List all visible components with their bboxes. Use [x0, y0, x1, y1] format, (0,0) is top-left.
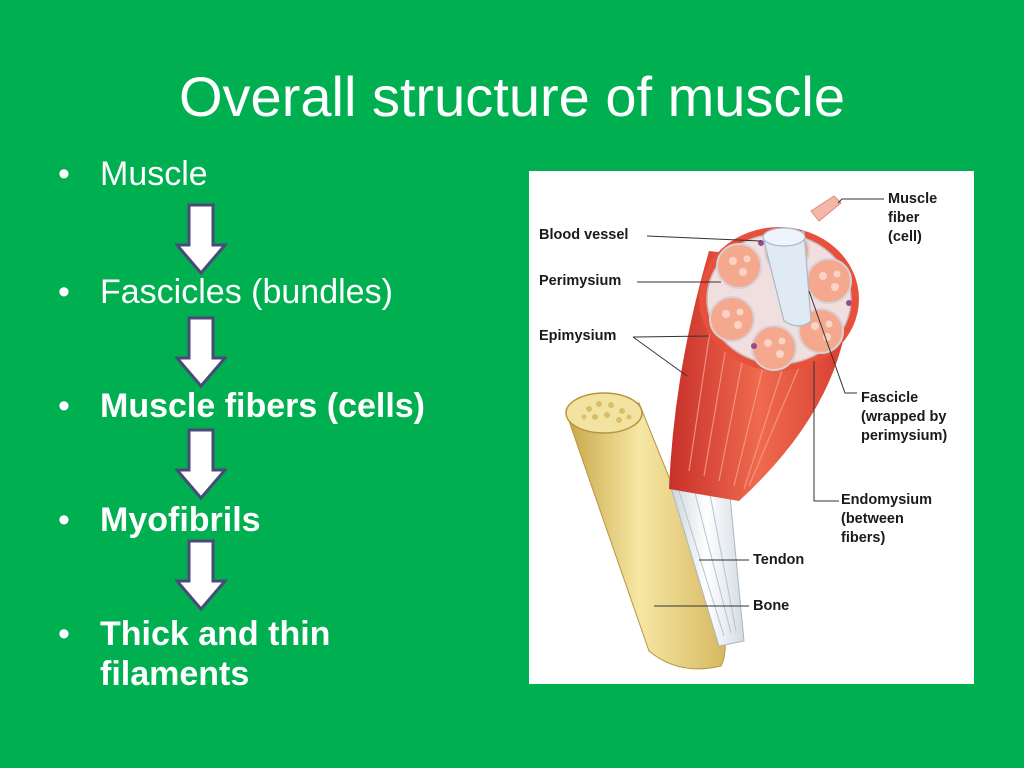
- label-endomysium: Endomysium (between fibers): [841, 492, 933, 546]
- down-arrow-icon: [175, 316, 227, 388]
- slide-title: Overall structure of muscle: [179, 65, 845, 128]
- bullet-text: Fascicles (bundles): [100, 273, 393, 311]
- label-tendon: Tendon: [753, 552, 805, 568]
- label-muscle-fiber: Muscle fiber (cell): [888, 191, 938, 245]
- label-perimysium: Perimysium: [539, 273, 622, 289]
- bullet-glyph: •: [58, 155, 70, 193]
- label-epimysium: Epimysium: [539, 328, 617, 344]
- bone: [565, 392, 726, 670]
- down-arrow-icon: [175, 539, 227, 611]
- label-fascicle: Fascicle (wrapped by perimysium): [861, 390, 948, 444]
- bullet-glyph: •: [58, 615, 70, 653]
- label-blood-vessel: Blood vessel: [539, 227, 629, 243]
- bullet-glyph: •: [58, 273, 70, 311]
- label-bone: Bone: [753, 598, 790, 614]
- bullet-text: Muscle fibers (cells): [100, 387, 426, 425]
- bullet-text: Thick and thin filaments: [100, 615, 331, 693]
- bullet-glyph: •: [58, 387, 70, 425]
- bullet-glyph: •: [58, 501, 70, 539]
- bullet-filaments: • Thick and thin filaments: [58, 614, 498, 734]
- leader-lines: [632, 198, 884, 607]
- bullet-text: Muscle: [100, 155, 208, 193]
- bullet-text: Myofibrils: [100, 501, 261, 539]
- muscle-cross-section: [699, 195, 859, 371]
- down-arrow-icon: [175, 203, 227, 275]
- muscle-anatomy-figure: Blood vessel Perimysium Epimysium Muscle…: [529, 171, 974, 684]
- muscle-illustration: [565, 195, 884, 670]
- down-arrow-icon: [175, 428, 227, 500]
